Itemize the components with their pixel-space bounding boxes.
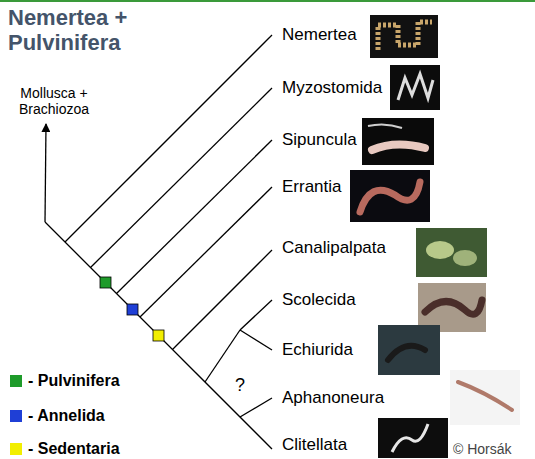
- photo: [390, 65, 440, 110]
- legend-row: - Pulvinifera: [10, 372, 120, 391]
- legend-text: - Pulvinifera: [28, 372, 120, 389]
- branch: [240, 398, 272, 417]
- taxon-label: Canalipalpata: [282, 238, 386, 258]
- branch: [240, 300, 272, 330]
- branch: [205, 330, 240, 382]
- copyright-note: © Horsák: [453, 441, 512, 457]
- photo: [350, 170, 430, 222]
- title: Nemertea + Pulvinifera: [8, 5, 143, 56]
- top-rule: [0, 0, 535, 2]
- branch: [173, 250, 273, 350]
- photo: [378, 418, 448, 458]
- legend-row: - Sedentaria: [10, 440, 120, 459]
- photo: [378, 325, 440, 375]
- photo: [450, 370, 520, 425]
- taxon-label: Clitellata: [282, 435, 347, 455]
- photo: [362, 118, 434, 165]
- taxon-label: Scolecida: [282, 290, 356, 310]
- clade-marker: [153, 330, 164, 341]
- clade-marker: [100, 277, 111, 288]
- photo: [370, 15, 438, 58]
- taxon-label: Nemertea: [282, 25, 357, 45]
- photo: [418, 283, 486, 332]
- taxon-label: Echiurida: [282, 340, 353, 360]
- taxon-label: Sipuncula: [282, 130, 357, 150]
- legend-text: - Annelida: [28, 407, 105, 424]
- branch: [140, 187, 272, 317]
- legend-swatch: [10, 443, 22, 455]
- outgroup-label: Mollusca + Brachiozoa: [6, 85, 102, 117]
- legend-row: - Annelida: [10, 407, 105, 426]
- taxon-label: Errantia: [282, 177, 342, 197]
- photo: [416, 228, 487, 277]
- clade-marker: [127, 304, 138, 315]
- legend-swatch: [10, 375, 22, 387]
- branch: [240, 330, 272, 350]
- legend-text: - Sedentaria: [28, 440, 120, 457]
- clade-markers: [100, 277, 164, 341]
- legend-swatch: [10, 410, 22, 422]
- branch: [91, 88, 273, 268]
- uncertain-mark: ?: [235, 375, 245, 396]
- branch: [65, 35, 272, 242]
- taxon-label: Aphanoneura: [282, 388, 384, 408]
- outgroup-arrow: [45, 124, 46, 222]
- branch: [117, 140, 273, 294]
- taxon-label: Myzostomida: [282, 78, 382, 98]
